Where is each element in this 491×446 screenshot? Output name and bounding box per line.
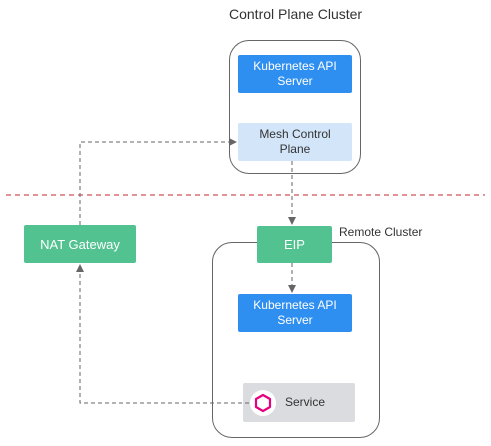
remote-kubernetes-api-server: Kubernetes API Server bbox=[238, 294, 352, 332]
remote-kubernetes-api-server-label: Kubernetes API Server bbox=[253, 298, 337, 327]
nat-gateway-label: NAT Gateway bbox=[40, 236, 120, 252]
mesh-control-plane-label: Mesh Control Plane bbox=[259, 127, 331, 156]
nat-to-mesh-arrow bbox=[79, 138, 237, 225]
control-plane-kubernetes-api-server: Kubernetes API Server bbox=[238, 55, 352, 93]
service-label: Service bbox=[285, 395, 326, 409]
mesh-control-plane: Mesh Control Plane bbox=[238, 123, 352, 161]
control-plane-kubernetes-api-server-label: Kubernetes API Server bbox=[253, 59, 337, 88]
eip-label: EIP bbox=[284, 237, 305, 252]
hexagon-icon bbox=[250, 389, 276, 416]
control-plane-cluster-title: Control Plane Cluster bbox=[229, 6, 363, 22]
service-box: Service bbox=[243, 383, 355, 422]
eip-box: EIP bbox=[257, 226, 332, 263]
nat-gateway-box: NAT Gateway bbox=[24, 225, 136, 263]
remote-cluster-title: Remote Cluster bbox=[339, 225, 423, 239]
